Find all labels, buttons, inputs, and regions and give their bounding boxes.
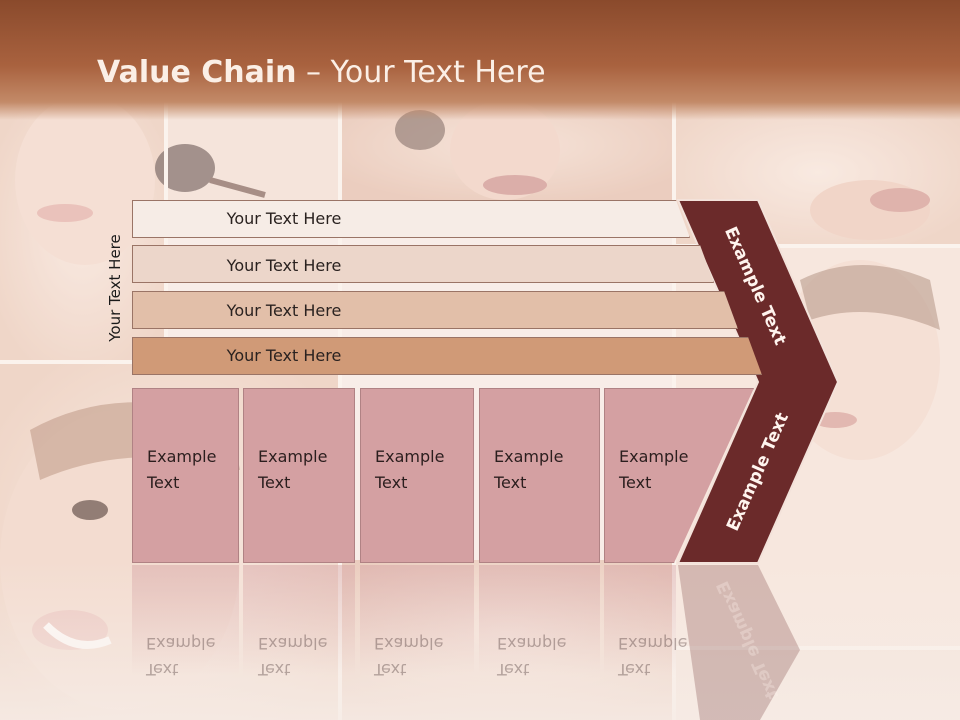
row-2 bbox=[132, 245, 714, 283]
example-box-4-line1: Example bbox=[494, 447, 564, 466]
row-3-label: Your Text Here bbox=[226, 301, 342, 320]
example-box-3-line2: Text bbox=[375, 473, 408, 492]
box-reflection-4 bbox=[479, 565, 600, 675]
example-box-3: Example Text bbox=[360, 388, 474, 563]
example-box-2-line2: Text bbox=[258, 473, 291, 492]
row-2-label: Your Text Here bbox=[226, 256, 342, 275]
row-3 bbox=[132, 291, 738, 329]
box-reflection-2 bbox=[243, 565, 355, 675]
example-box-3-line1: Example bbox=[375, 447, 445, 466]
row-1-label: Your Text Here bbox=[226, 209, 342, 228]
example-box-1-line2: Text bbox=[147, 473, 180, 492]
example-box-4: Example Text bbox=[479, 388, 600, 563]
slide-title-bold: Value Chain bbox=[97, 55, 297, 90]
example-box-2: Example Text bbox=[243, 388, 355, 563]
example-box-4-line2: Text bbox=[494, 473, 527, 492]
title-bar bbox=[0, 0, 960, 120]
box-reflection-3 bbox=[360, 565, 474, 675]
example-box-5-line2: Text bbox=[619, 473, 652, 492]
row-4 bbox=[132, 337, 762, 375]
slide-title-rest: – Your Text Here bbox=[296, 55, 546, 90]
box-reflection-1 bbox=[132, 565, 239, 675]
example-box-1-line1: Example bbox=[147, 447, 217, 466]
box-reflection-5 bbox=[604, 565, 676, 675]
example-box-5-line1: Example bbox=[619, 447, 689, 466]
row-4-label: Your Text Here bbox=[226, 346, 342, 365]
example-box-2-line1: Example bbox=[258, 447, 328, 466]
row-1 bbox=[132, 200, 690, 238]
slide-title: Value Chain – Your Text Here bbox=[97, 55, 546, 90]
example-box-1: Example Text bbox=[132, 388, 239, 563]
